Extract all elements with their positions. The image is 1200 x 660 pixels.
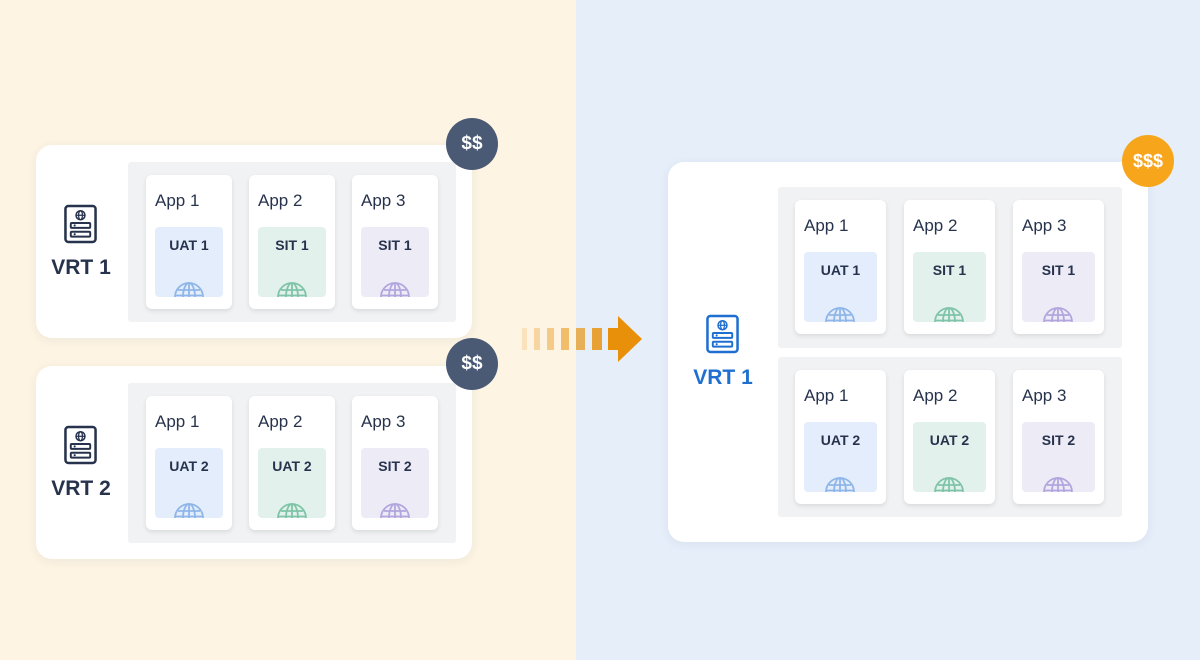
- globe-icon: [823, 296, 857, 322]
- globe-icon: [932, 296, 966, 322]
- app-name: App 3: [361, 191, 406, 210]
- app-name: App 1: [804, 386, 849, 405]
- server-icon: [64, 425, 97, 465]
- globe-icon: [1041, 466, 1075, 492]
- app-card: App 3 SIT 2: [1013, 370, 1104, 504]
- server-icon: [706, 314, 739, 354]
- env-label: SIT 1: [932, 262, 967, 278]
- cost-badge: $$: [446, 338, 498, 390]
- app-name: App 3: [1022, 386, 1067, 405]
- env-box: SIT 1: [1022, 252, 1095, 322]
- env-label: UAT 2: [169, 458, 209, 474]
- env-box: SIT 2: [1022, 422, 1095, 492]
- app-card: App 2 UAT 2: [249, 396, 335, 530]
- app-card: App 1 UAT 1: [146, 175, 232, 309]
- globe-icon: [275, 271, 309, 297]
- app-card: App 2 SIT 1: [249, 175, 335, 309]
- app-tray: App 1 UAT 2 App 2 UAT 2 App 3 SIT 2: [778, 357, 1122, 517]
- app-tray: App 1 UAT 2 App 2 UAT 2 App 3 SIT 2: [128, 383, 456, 543]
- app-name: App 1: [155, 191, 200, 210]
- globe-icon: [1041, 296, 1075, 322]
- app-tray: App 1 UAT 1 App 2 SIT 1 App 3 SIT 1: [128, 162, 456, 322]
- app-card: App 2 UAT 2: [904, 370, 995, 504]
- env-box: UAT 1: [804, 252, 877, 322]
- cost-badge: $$$: [1122, 135, 1174, 187]
- app-name: App 1: [804, 216, 849, 235]
- env-label: SIT 2: [1041, 432, 1076, 448]
- globe-icon: [275, 492, 309, 518]
- vrt-label: VRT 1: [693, 366, 753, 389]
- env-label: SIT 1: [275, 237, 309, 253]
- app-card: App 3 SIT 2: [352, 396, 438, 530]
- env-label: UAT 1: [169, 237, 209, 253]
- env-label: SIT 2: [378, 458, 412, 474]
- vrt-card-consolidated: VRT 1 App 1 UAT 1 App 2 SIT 1 App 3 SIT …: [668, 162, 1148, 542]
- app-name: App 3: [361, 412, 406, 431]
- app-name: App 1: [155, 412, 200, 431]
- globe-icon: [378, 492, 412, 518]
- env-box: SIT 1: [361, 227, 429, 297]
- env-label: UAT 1: [820, 262, 861, 278]
- app-tray: App 1 UAT 1 App 2 SIT 1 App 3 SIT 1: [778, 187, 1122, 348]
- globe-icon: [932, 466, 966, 492]
- app-name: App 2: [258, 412, 303, 431]
- app-card: App 3 SIT 1: [1013, 200, 1104, 334]
- cost-badge: $$: [446, 118, 498, 170]
- app-card: App 2 SIT 1: [904, 200, 995, 334]
- server-icon: [64, 204, 97, 244]
- app-name: App 3: [1022, 216, 1067, 235]
- env-label: UAT 2: [272, 458, 312, 474]
- app-card: App 1 UAT 1: [795, 200, 886, 334]
- vrt-card-left-2: VRT 2 App 1 UAT 2 App 2 UAT 2 App 3 SIT …: [36, 366, 472, 559]
- vrt-label: VRT 2: [51, 477, 111, 500]
- env-label: UAT 2: [929, 432, 970, 448]
- app-card: App 1 UAT 2: [146, 396, 232, 530]
- vrt-card-left-1: VRT 1 App 1 UAT 1 App 2 SIT 1 App 3 SIT …: [36, 145, 472, 338]
- env-box: SIT 2: [361, 448, 429, 518]
- env-label: SIT 1: [378, 237, 412, 253]
- env-label: SIT 1: [1041, 262, 1076, 278]
- app-name: App 2: [913, 386, 958, 405]
- app-name: App 2: [913, 216, 958, 235]
- env-box: SIT 1: [913, 252, 986, 322]
- globe-icon: [172, 271, 206, 297]
- env-box: UAT 2: [258, 448, 326, 518]
- app-name: App 2: [258, 191, 303, 210]
- globe-icon: [172, 492, 206, 518]
- app-card: App 1 UAT 2: [795, 370, 886, 504]
- globe-icon: [823, 466, 857, 492]
- env-box: UAT 2: [155, 448, 223, 518]
- migration-arrow-icon: [522, 316, 642, 362]
- env-box: SIT 1: [258, 227, 326, 297]
- globe-icon: [378, 271, 412, 297]
- env-label: UAT 2: [820, 432, 861, 448]
- vrt-label: VRT 1: [51, 256, 111, 279]
- env-box: UAT 1: [155, 227, 223, 297]
- app-card: App 3 SIT 1: [352, 175, 438, 309]
- env-box: UAT 2: [913, 422, 986, 492]
- env-box: UAT 2: [804, 422, 877, 492]
